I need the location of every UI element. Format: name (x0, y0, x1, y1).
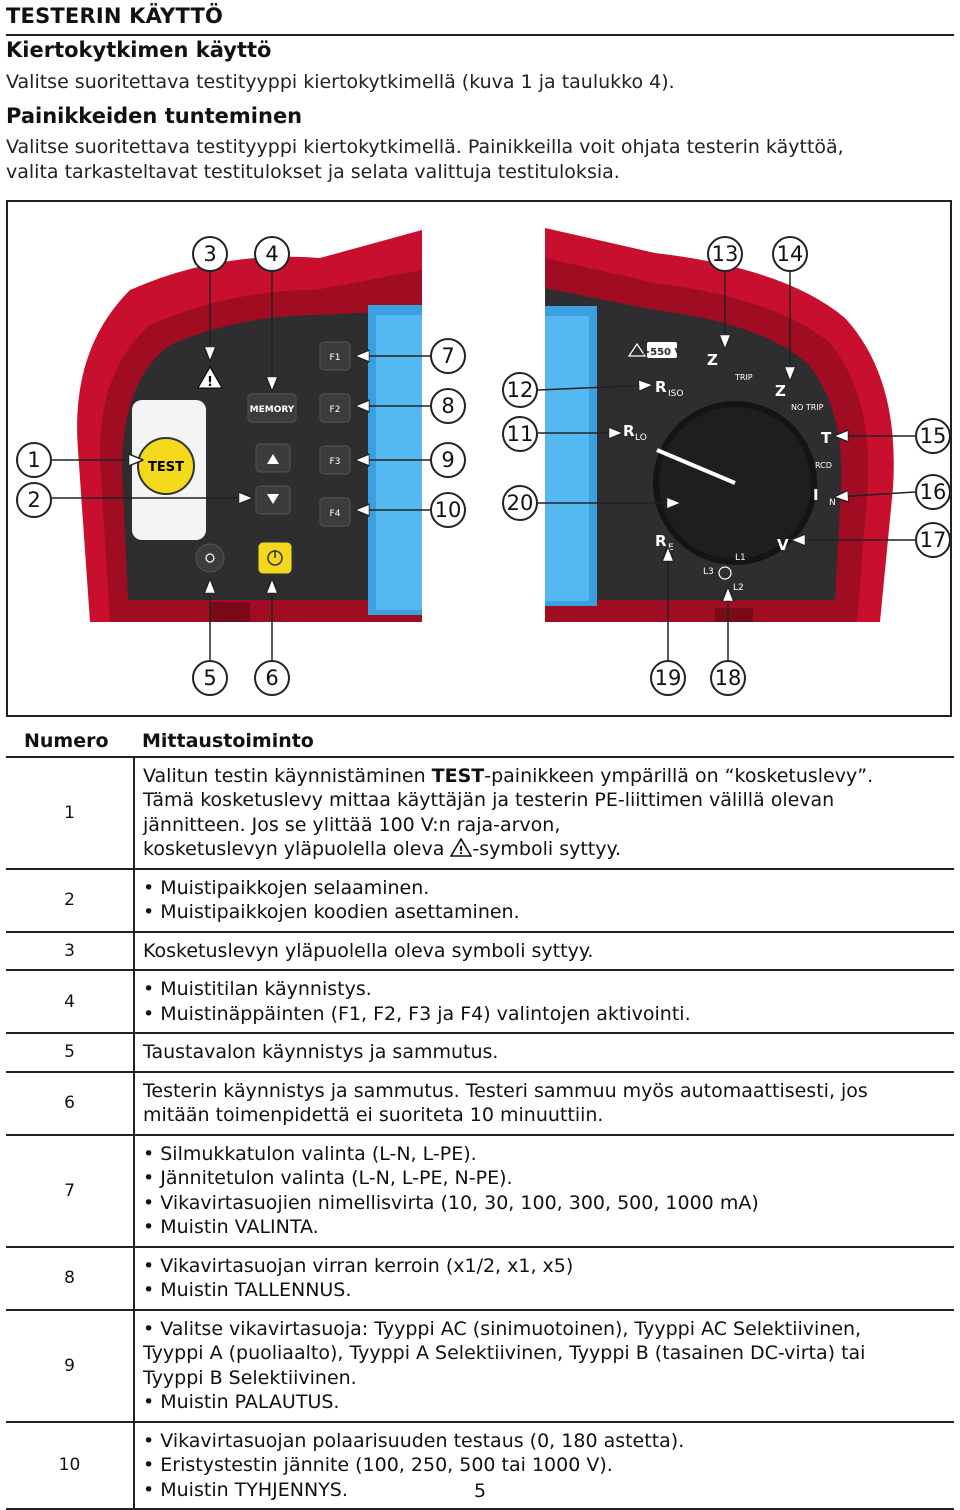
tester-left-panel-illustration: ! TEST MEMORY F1 F2 F3 F4 (77, 230, 422, 622)
row-description: Valitun testin käynnistäminen TEST-paini… (133, 756, 954, 869)
svg-text:NO TRIP: NO TRIP (791, 403, 824, 412)
callout-19: 19 (650, 660, 686, 696)
callout-2: 2 (16, 482, 52, 518)
svg-text:F2: F2 (330, 405, 341, 415)
svg-text:>550 V: >550 V (642, 347, 683, 358)
table-header-row: Numero Mittaustoiminto (6, 727, 954, 757)
svg-text:TRIP: TRIP (734, 373, 753, 382)
svg-text:I: I (813, 486, 819, 504)
table-row: 2 Muistipaikkojen selaaminen. Muistipaik… (6, 868, 954, 932)
table-row: 5 Taustavalon käynnistys ja sammutus. (6, 1033, 954, 1072)
callout-8: 8 (430, 388, 466, 424)
callout-3: 3 (192, 236, 228, 272)
callout-16: 16 (915, 474, 951, 510)
table-row: 7 Silmukkatulon valinta (L-N, L-PE). Jän… (6, 1134, 954, 1247)
callout-14: 14 (772, 236, 808, 272)
callout-13: 13 (707, 236, 743, 272)
button-function-table: Numero Mittaustoiminto 1 Valitun testin … (6, 727, 954, 1510)
callout-15: 15 (915, 418, 951, 454)
section-text-rotary-switch: Valitse suoritettava testityyppi kiertok… (6, 71, 675, 93)
test-button-label: TEST (148, 460, 184, 475)
svg-text:V: V (777, 536, 789, 554)
svg-text:Z: Z (707, 351, 718, 369)
section-text-buttons-line2: valita tarkasteltavat testitulokset ja s… (6, 161, 620, 183)
callout-7: 7 (430, 338, 466, 374)
svg-text:F3: F3 (330, 457, 341, 467)
page-number: 5 (473, 1480, 487, 1502)
section-heading-rotary-switch: Kiertokytkimen käyttö (6, 38, 272, 62)
svg-text:ISO: ISO (668, 389, 683, 399)
table-row: 9 • Valitse vikavirtasuoja: Tyyppi AC (s… (6, 1309, 954, 1422)
page-title: TESTERIN KÄYTTÖ (6, 4, 224, 28)
section-text-buttons-line1: Valitse suoritettava testityyppi kiertok… (6, 136, 844, 158)
svg-text:E: E (668, 543, 674, 553)
svg-text:F4: F4 (330, 509, 341, 519)
table-row: 3 Kosketuslevyn yläpuolella oleva symbol… (6, 931, 954, 970)
svg-text:R: R (623, 422, 635, 440)
callout-6: 6 (254, 660, 290, 696)
svg-text:L2: L2 (733, 583, 744, 593)
callout-10: 10 (430, 492, 466, 528)
tester-right-panel-illustration: >550 V Z TRIP R ISO Z NO TRIP R LO T RCD… (545, 228, 894, 622)
svg-text:F1: F1 (330, 353, 341, 363)
svg-text:N: N (829, 498, 836, 508)
svg-text:R: R (655, 378, 667, 396)
table-row: 1 Valitun testin käynnistäminen TEST-pai… (6, 756, 954, 869)
memory-button-label: MEMORY (250, 405, 295, 415)
callout-11: 11 (502, 416, 538, 452)
title-rule (6, 34, 954, 36)
svg-text:L3: L3 (703, 567, 714, 577)
column-header-function: Mittaustoiminto (142, 730, 314, 752)
row-number: 1 (64, 802, 75, 823)
warning-triangle-icon: ! (450, 838, 473, 857)
callout-12: 12 (502, 372, 538, 408)
callout-9: 9 (430, 442, 466, 478)
callout-1: 1 (16, 442, 52, 478)
table-row: 8 Vikavirtasuojan virran kerroin (x1/2, … (6, 1246, 954, 1310)
table-row: 4 Muistitilan käynnistys. Muistinäppäint… (6, 970, 954, 1033)
callout-20: 20 (502, 485, 538, 521)
svg-text:LO: LO (635, 433, 647, 443)
svg-text:T: T (821, 429, 832, 447)
column-header-number: Numero (24, 730, 109, 753)
callout-5: 5 (192, 660, 228, 696)
svg-text:Z: Z (775, 382, 786, 400)
svg-text:RCD: RCD (815, 461, 832, 470)
callout-4: 4 (254, 236, 290, 272)
svg-text:!: ! (207, 375, 213, 390)
svg-text:R: R (655, 532, 667, 550)
callout-18: 18 (710, 660, 746, 696)
table-row: 6 Testerin käynnistys ja sammutus. Teste… (6, 1071, 954, 1135)
svg-text:L1: L1 (735, 553, 746, 563)
svg-text:!: ! (459, 844, 464, 857)
callout-17: 17 (915, 522, 951, 558)
section-heading-buttons: Painikkeiden tunteminen (6, 104, 303, 128)
